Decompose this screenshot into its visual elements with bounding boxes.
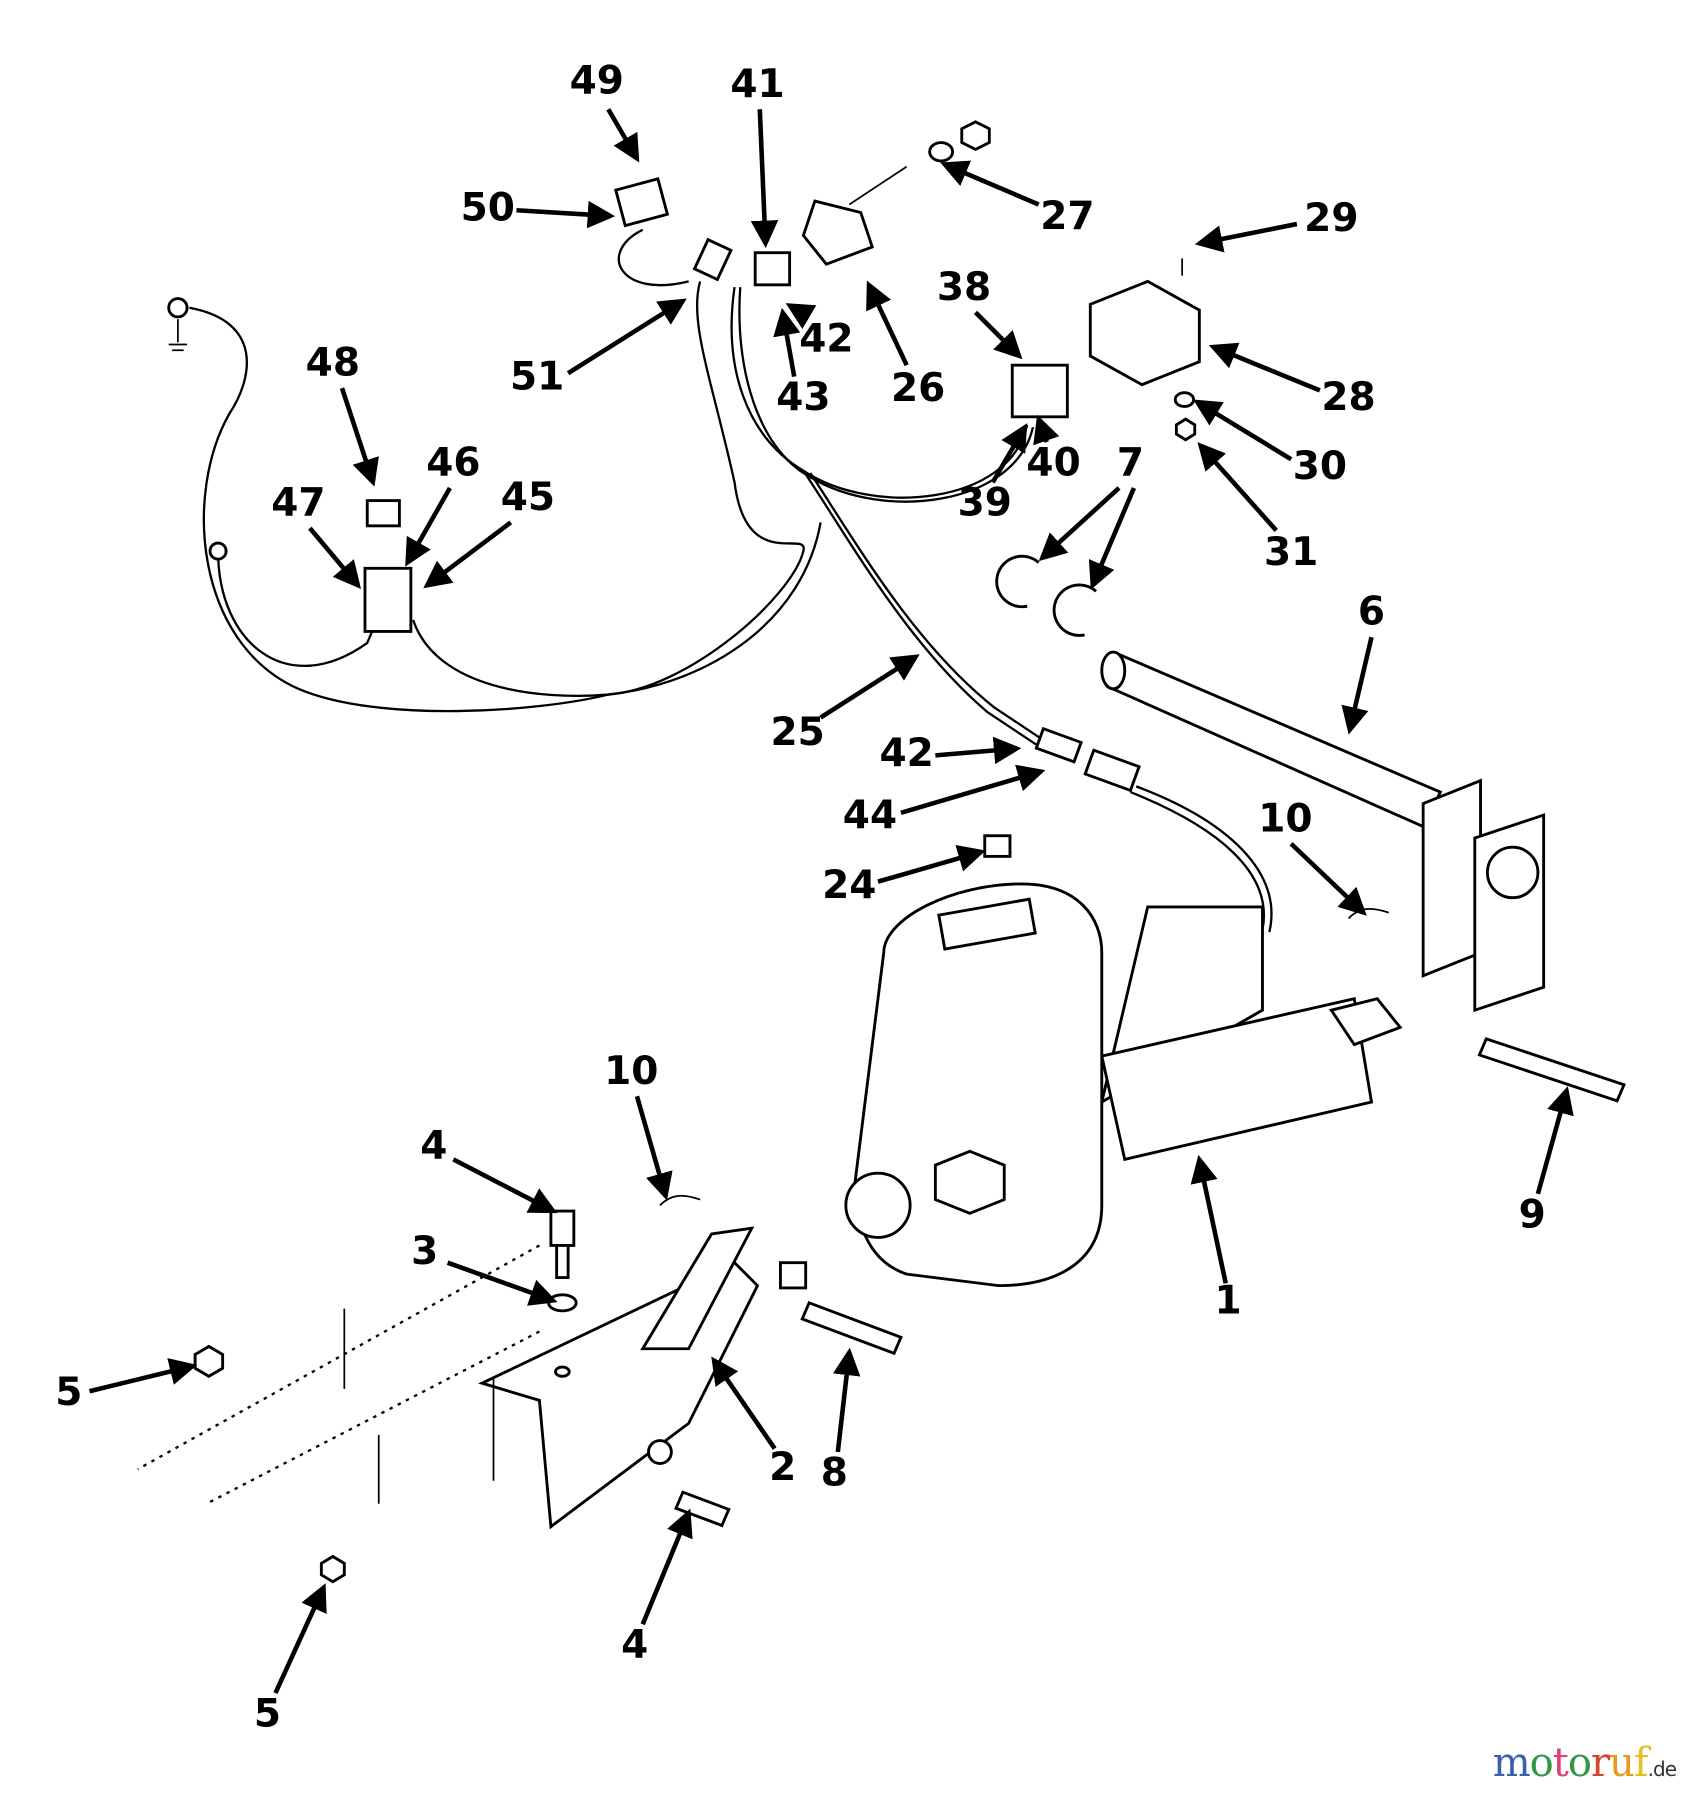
callout: 46 <box>426 441 480 486</box>
callout: 30 <box>1293 444 1347 489</box>
callout: 5 <box>254 1692 281 1737</box>
ground-terminal <box>167 297 189 319</box>
retaining-ring-7a <box>995 554 1040 609</box>
motoruf-logo: motoruf.de <box>1492 1740 1677 1786</box>
logo-name: motoruf <box>1492 1740 1649 1786</box>
connector-44 <box>1083 748 1141 793</box>
callout: 4 <box>621 1623 648 1668</box>
logo-letter: o <box>1567 1740 1592 1786</box>
ground-symbol-icon <box>168 319 188 352</box>
callout: 10 <box>604 1049 658 1094</box>
callout: 42 <box>880 731 934 776</box>
callout: 3 <box>411 1229 438 1274</box>
hardware <box>137 908 1626 1584</box>
callout: 6 <box>1358 590 1385 635</box>
callout: 8 <box>821 1450 848 1495</box>
callout-labels: 49 50 41 27 29 26 42 43 38 28 51 48 46 4… <box>55 58 1545 1736</box>
callout: 24 <box>822 863 876 908</box>
bolt-4b <box>674 1490 731 1528</box>
ring-terminal <box>208 541 228 561</box>
connector-42 <box>1034 726 1083 764</box>
callout: 31 <box>1264 530 1318 575</box>
pin-8 <box>800 1301 903 1356</box>
callout: 25 <box>771 710 825 755</box>
nut-5 <box>193 1344 225 1378</box>
callout: 26 <box>891 366 945 411</box>
callout: 29 <box>1304 196 1358 241</box>
connector-51 <box>692 237 733 282</box>
logo-suffix: .de <box>1647 1757 1677 1781</box>
tube-6 <box>1100 650 1546 1013</box>
nut-27 <box>960 120 991 152</box>
callout: 41 <box>730 62 784 107</box>
callout: 39 <box>958 481 1012 526</box>
callout: 47 <box>271 481 325 526</box>
callout: 4 <box>420 1123 447 1168</box>
callout: 9 <box>1519 1192 1546 1237</box>
logo-letter: r <box>1590 1740 1610 1786</box>
callout: 42 <box>799 317 853 362</box>
washer-27 <box>928 141 955 163</box>
wiring-harness <box>167 228 1273 933</box>
clip-24 <box>983 834 1012 858</box>
callout: 43 <box>776 375 830 420</box>
callout: 38 <box>937 265 991 310</box>
fuse-48 <box>365 499 401 528</box>
callout: 48 <box>306 341 360 386</box>
connector-38 <box>1010 363 1069 419</box>
connector-41 <box>753 251 792 287</box>
logo-letter: m <box>1492 1740 1531 1786</box>
logo-letter: t <box>1552 1740 1569 1786</box>
callout: 5 <box>55 1370 82 1415</box>
relay-28 <box>1088 279 1201 387</box>
bolt-4 <box>549 1209 576 1280</box>
mounting-bracket-2 <box>478 1226 808 1530</box>
connector-49-50 <box>613 177 670 228</box>
retaining-ring-7b <box>1052 583 1097 637</box>
callout: 28 <box>1321 375 1375 420</box>
callout: 1 <box>1214 1278 1241 1323</box>
callout: 45 <box>501 475 555 520</box>
pin-9 <box>1477 1037 1626 1103</box>
logo-letter: f <box>1633 1740 1649 1786</box>
logo-letter: u <box>1609 1740 1635 1786</box>
leader-arrows <box>88 108 1574 1695</box>
toggle-switch-26 <box>801 199 875 266</box>
logo-letter: o <box>1529 1740 1554 1786</box>
nut-5b <box>319 1554 346 1584</box>
fuse-holder-46 <box>363 566 413 633</box>
callout: 50 <box>461 186 515 231</box>
washer-30 <box>1173 391 1196 408</box>
nut-31 <box>1174 417 1197 442</box>
callout: 40 <box>1026 441 1080 486</box>
callout: 7 <box>1117 441 1144 486</box>
callout: 10 <box>1258 796 1312 841</box>
washer-3 <box>547 1293 578 1313</box>
actuator-1 <box>844 882 1403 1288</box>
callout: 27 <box>1040 194 1094 239</box>
callout: 44 <box>843 793 897 838</box>
callout: 51 <box>510 354 564 399</box>
callout: 2 <box>769 1445 796 1490</box>
callout: 49 <box>570 58 624 103</box>
